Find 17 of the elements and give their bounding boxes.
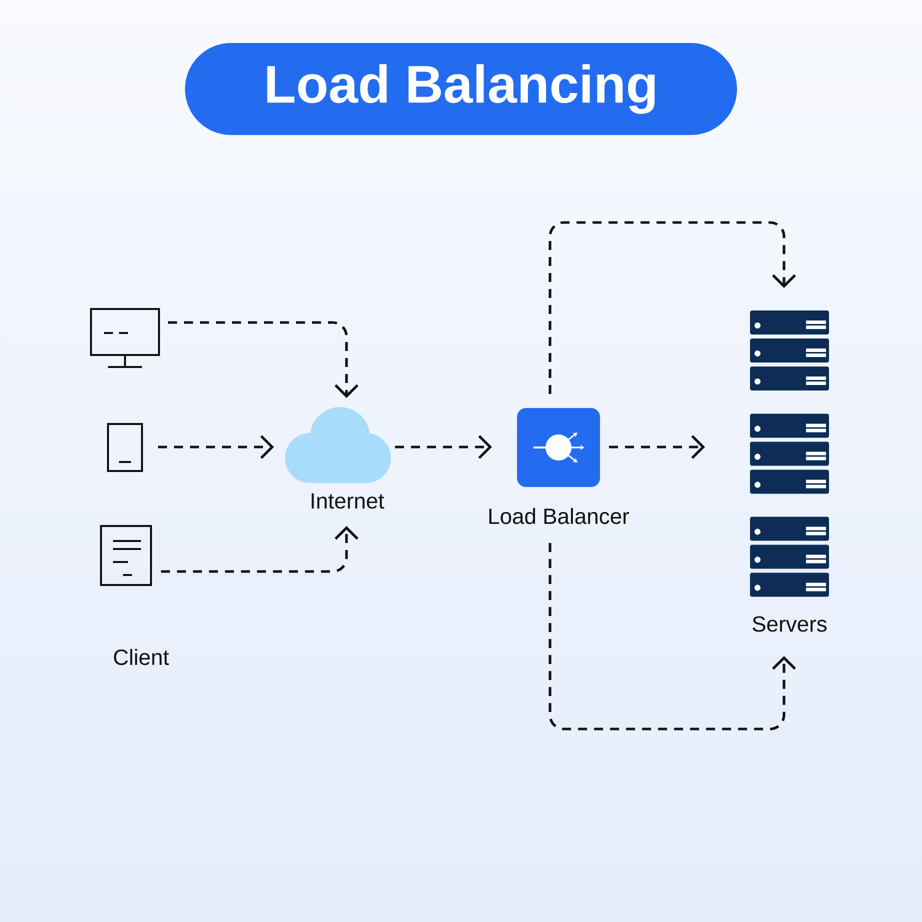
tablet-icon bbox=[107, 423, 143, 472]
server-rack-icon bbox=[750, 310, 829, 390]
arrow bbox=[548, 543, 796, 730]
arrow bbox=[609, 435, 705, 459]
text-label: Servers bbox=[752, 616, 827, 632]
text-label: Client bbox=[114, 648, 169, 666]
arrow bbox=[395, 435, 492, 459]
node-label: Internet bbox=[312, 493, 384, 509]
arrow bbox=[161, 526, 358, 573]
server-rack-icon bbox=[750, 516, 829, 597]
title-banner: Load Balancing bbox=[185, 43, 737, 135]
document-icon bbox=[100, 525, 152, 586]
arrow bbox=[548, 221, 796, 394]
server-rack-icon bbox=[750, 414, 829, 494]
node-label: Load Balancer bbox=[489, 508, 630, 524]
arrow bbox=[158, 435, 274, 459]
monitor-icon bbox=[90, 308, 160, 368]
